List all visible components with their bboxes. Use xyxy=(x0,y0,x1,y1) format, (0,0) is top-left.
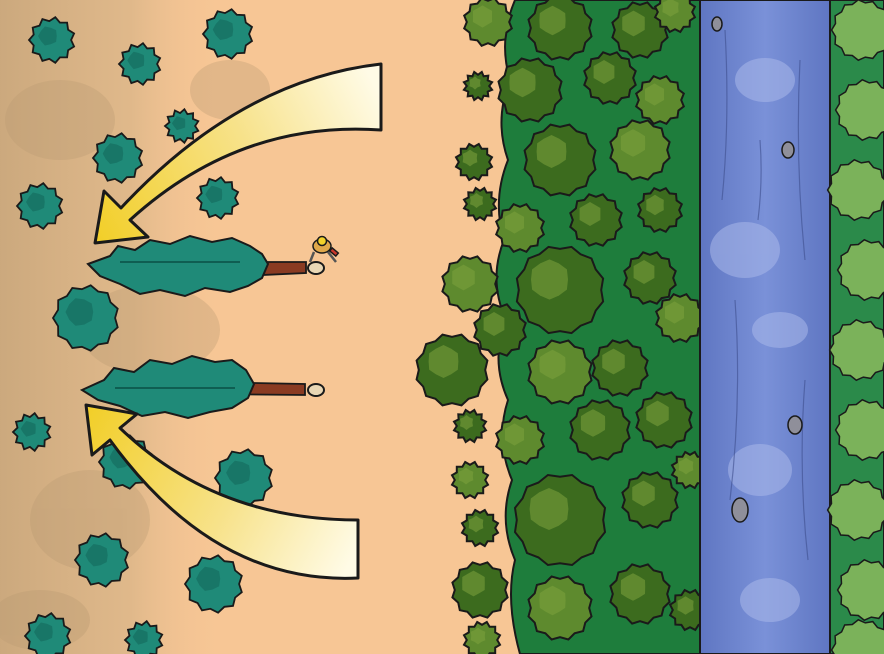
stump-bottom xyxy=(308,384,324,396)
stump-top xyxy=(308,262,324,274)
